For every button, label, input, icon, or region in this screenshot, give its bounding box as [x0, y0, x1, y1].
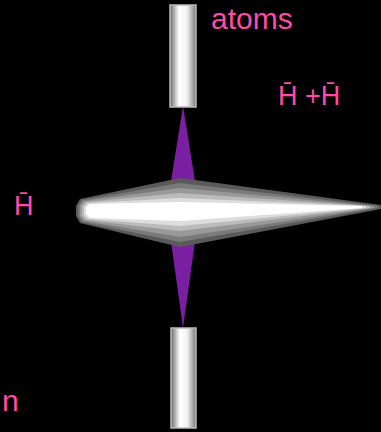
beam-cone: [76, 178, 381, 247]
beam-label: H̄: [14, 192, 34, 222]
beam-label: H̄ +H̄: [278, 82, 340, 112]
lower-tube: [171, 328, 196, 428]
beam-label: atoms: [211, 2, 293, 35]
beam-label: n: [2, 384, 19, 417]
upper-tube: [170, 5, 196, 107]
